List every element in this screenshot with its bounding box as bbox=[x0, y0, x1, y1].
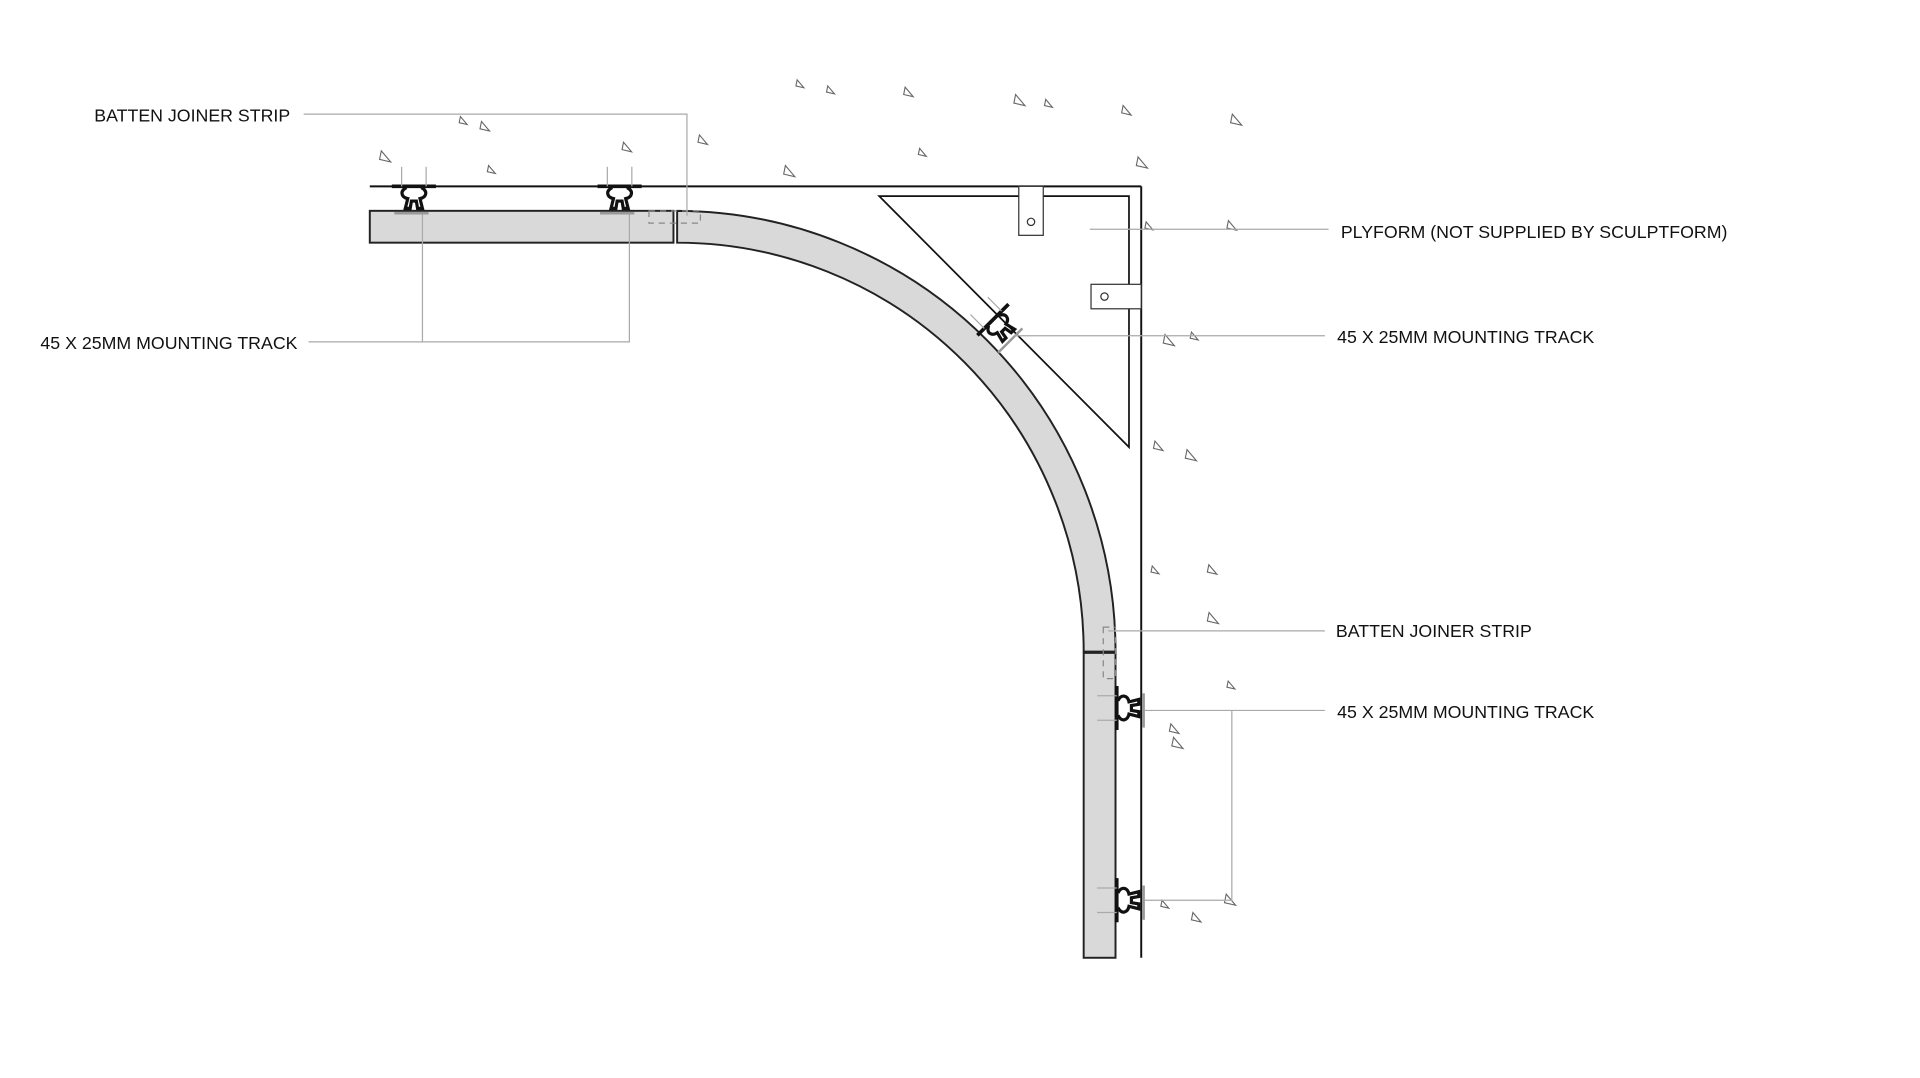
leader-mounting-track-right-lower bbox=[1144, 709, 1325, 901]
curved-batten bbox=[676, 209, 1117, 653]
aggregate-mark bbox=[825, 84, 836, 95]
straight-batten-top bbox=[368, 209, 675, 244]
aggregate-mark bbox=[479, 120, 492, 132]
label-batten-joiner-top: BATTEN JOINER STRIP bbox=[94, 105, 290, 125]
aggregate-mark bbox=[1168, 722, 1181, 735]
plyform-cleat-top bbox=[1018, 185, 1044, 236]
aggregate-mark bbox=[458, 115, 469, 126]
aggregate-mark bbox=[621, 141, 634, 153]
label-batten-joiner-right: BATTEN JOINER STRIP bbox=[1336, 621, 1532, 641]
aggregate-mark bbox=[378, 149, 393, 163]
aggregate-mark bbox=[1171, 736, 1185, 750]
mounting-track-icon bbox=[391, 166, 436, 215]
label-plyform: PLYFORM (NOT SUPPLIED BY SCULPTFORM) bbox=[1341, 222, 1728, 242]
aggregate-mark bbox=[1190, 911, 1203, 923]
aggregate-mark bbox=[917, 147, 928, 158]
leader-batten-joiner-top bbox=[303, 113, 688, 216]
concrete-aggregate bbox=[378, 78, 1244, 923]
mounting-track-icon bbox=[597, 166, 642, 215]
aggregate-mark bbox=[1152, 439, 1165, 452]
label-mounting-track-left: 45 X 25MM MOUNTING TRACK bbox=[40, 333, 297, 353]
label-mounting-track-right-upper: 45 X 25MM MOUNTING TRACK bbox=[1337, 327, 1594, 347]
aggregate-mark bbox=[1043, 98, 1054, 109]
plyform-triangle bbox=[877, 195, 1130, 450]
mounting-track-icon bbox=[1097, 878, 1145, 923]
aggregate-mark bbox=[1226, 679, 1237, 690]
aggregate-mark bbox=[783, 164, 797, 178]
aggregate-mark bbox=[1206, 611, 1220, 625]
screw-icon bbox=[1026, 217, 1036, 227]
aggregate-mark bbox=[903, 85, 915, 98]
aggregate-mark bbox=[1162, 333, 1176, 347]
aggregate-mark bbox=[1160, 898, 1171, 910]
aggregate-mark bbox=[1184, 448, 1198, 462]
aggregate-mark bbox=[1206, 563, 1219, 576]
aggregate-mark bbox=[1150, 564, 1161, 575]
aggregate-mark bbox=[1135, 155, 1149, 170]
screw-icon bbox=[1100, 292, 1109, 301]
plyform-cleat-side bbox=[1090, 283, 1142, 310]
aggregate-mark bbox=[1120, 104, 1133, 116]
batten-joiner-strip-right bbox=[1102, 626, 1117, 680]
mounting-track-icon bbox=[1097, 685, 1145, 731]
label-mounting-track-right-lower: 45 X 25MM MOUNTING TRACK bbox=[1337, 702, 1594, 722]
aggregate-mark bbox=[795, 78, 806, 89]
aggregate-mark bbox=[697, 133, 710, 146]
straight-batten-vertical bbox=[1082, 651, 1117, 959]
aggregate-mark bbox=[1013, 93, 1027, 107]
batten-joiner-strip-top bbox=[648, 210, 702, 224]
leader-mounting-track-left bbox=[308, 214, 630, 343]
aggregate-mark bbox=[1229, 112, 1244, 127]
mounting-track-icon bbox=[970, 296, 1024, 354]
aggregate-mark bbox=[486, 164, 497, 175]
